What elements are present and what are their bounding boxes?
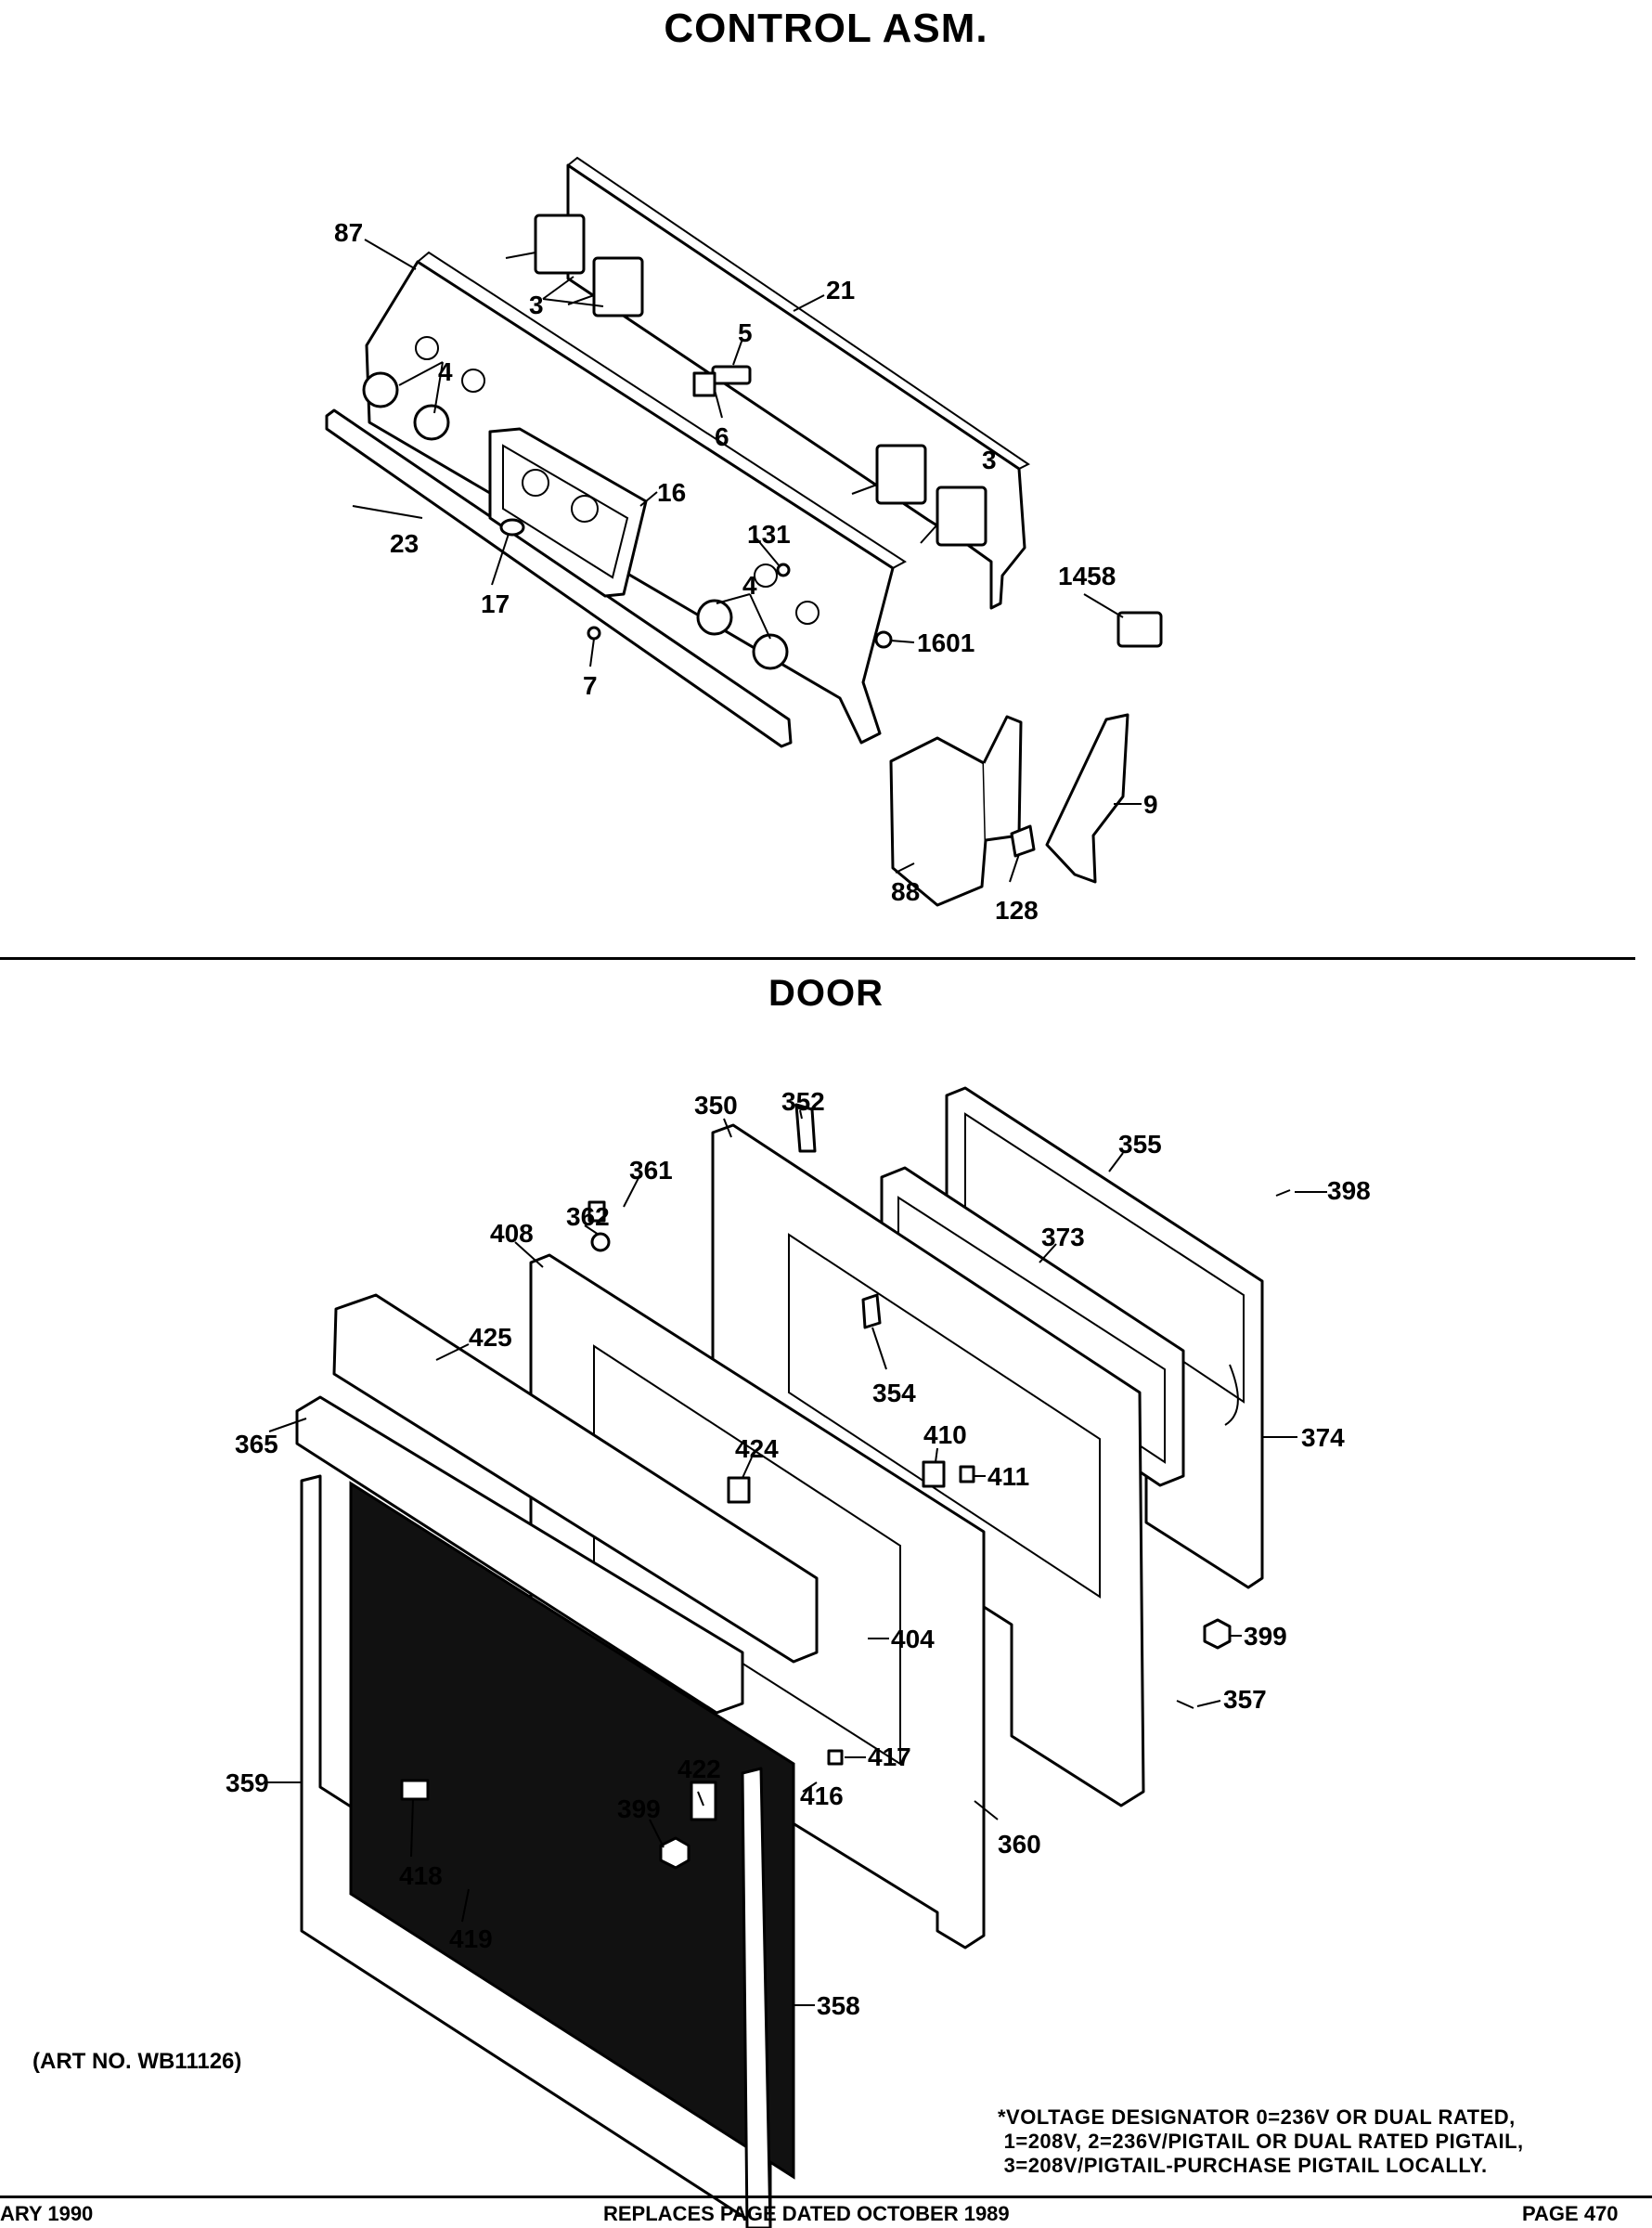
label: 374	[1301, 1423, 1345, 1452]
label: 408	[490, 1219, 534, 1248]
clip-424	[727, 1476, 751, 1504]
label: 398	[1327, 1176, 1371, 1205]
label: 357	[1223, 1685, 1267, 1714]
control-knobs	[362, 371, 789, 670]
label: 419	[449, 1924, 493, 1953]
label: 422	[678, 1755, 721, 1783]
infinite-switches	[505, 214, 987, 547]
clip-418	[400, 1779, 430, 1801]
label: 1458	[1058, 562, 1116, 590]
label: 128	[995, 896, 1039, 925]
indicator-light	[711, 365, 752, 385]
label: 425	[469, 1323, 512, 1352]
label: 418	[399, 1861, 443, 1890]
label: 416	[800, 1781, 844, 1810]
label: 4	[438, 357, 453, 386]
label: 3	[529, 291, 544, 319]
label: 3	[982, 446, 997, 474]
footer-date: ARY 1990	[0, 2202, 94, 2225]
trim-strip	[325, 408, 793, 748]
bracket-422	[690, 1781, 717, 1821]
label: 411	[987, 1462, 1029, 1491]
label: 358	[817, 1991, 860, 2020]
junction-box	[889, 736, 987, 907]
clock-knob	[499, 518, 525, 537]
bracket-354	[861, 1293, 882, 1329]
label: 417	[868, 1742, 911, 1771]
label: 424	[735, 1434, 779, 1463]
label: 88	[891, 877, 920, 906]
door-top-trim	[295, 1395, 744, 1715]
screw-131	[776, 563, 791, 577]
label: 360	[998, 1830, 1041, 1859]
label: 410	[923, 1420, 967, 1449]
label: 399	[617, 1794, 661, 1823]
control-assembly-drawing: 87 3 21 5 6 4 16 23 17 131 7 3 4 1601 14…	[325, 156, 1163, 925]
terminal-block	[1116, 611, 1163, 648]
section-divider	[0, 957, 1635, 960]
nut-399b	[659, 1836, 690, 1870]
footer-replaces-note: REPLACES PAGE DATED OCTOBER 1989	[603, 2202, 1010, 2225]
label: 350	[694, 1091, 738, 1120]
screw-357	[1176, 1700, 1194, 1709]
screw	[587, 626, 601, 641]
control-assembly-title: CONTROL ASM.	[664, 6, 988, 51]
label: 131	[747, 520, 791, 549]
label: 9	[1143, 790, 1158, 819]
label: 5	[738, 318, 753, 347]
label: 373	[1041, 1223, 1085, 1251]
voltage-designator-note: *VOLTAGE DESIGNATOR 0=236V OR DUAL RATED…	[998, 2105, 1524, 2177]
footer-page-number: PAGE 470	[1522, 2202, 1619, 2225]
clip-410	[922, 1460, 946, 1488]
label: 399	[1244, 1622, 1287, 1651]
label: 7	[583, 671, 598, 700]
label: 1601	[917, 628, 974, 657]
label: 17	[481, 589, 510, 618]
gasket-374	[1224, 1364, 1239, 1426]
clip-411	[959, 1465, 975, 1483]
bolt-361	[587, 1200, 606, 1223]
label: 6	[715, 422, 729, 451]
label: 359	[226, 1768, 269, 1797]
label: 365	[235, 1430, 278, 1458]
end-shield	[1045, 713, 1129, 884]
frame-side-rail	[741, 1767, 772, 2228]
label: 352	[781, 1087, 825, 1116]
light-bracket	[692, 371, 716, 397]
label: 404	[891, 1625, 935, 1653]
label: 4	[742, 571, 757, 600]
clip	[1010, 824, 1036, 858]
art-number: (ART NO. WB11126)	[32, 2049, 242, 2074]
door-title: DOOR	[768, 973, 884, 1014]
footer-divider	[0, 2196, 1652, 2198]
door-glass-panel	[349, 1481, 795, 2180]
label: 23	[390, 529, 419, 558]
label: 354	[872, 1379, 916, 1407]
washer-362	[590, 1232, 611, 1252]
label: 362	[566, 1202, 610, 1231]
label: 361	[629, 1156, 673, 1185]
nut-1601	[874, 630, 893, 649]
label: 16	[657, 478, 686, 507]
label: 21	[826, 276, 855, 304]
label: 87	[334, 218, 363, 247]
pin-398	[1275, 1189, 1291, 1197]
door-handle	[332, 1293, 819, 1664]
spacer-417	[827, 1749, 844, 1766]
door-assembly-drawing: 350 352 355 398 361 362 408 373 425 354 …	[226, 1086, 1371, 2228]
nut-399	[1203, 1618, 1232, 1650]
label: 355	[1118, 1130, 1162, 1159]
